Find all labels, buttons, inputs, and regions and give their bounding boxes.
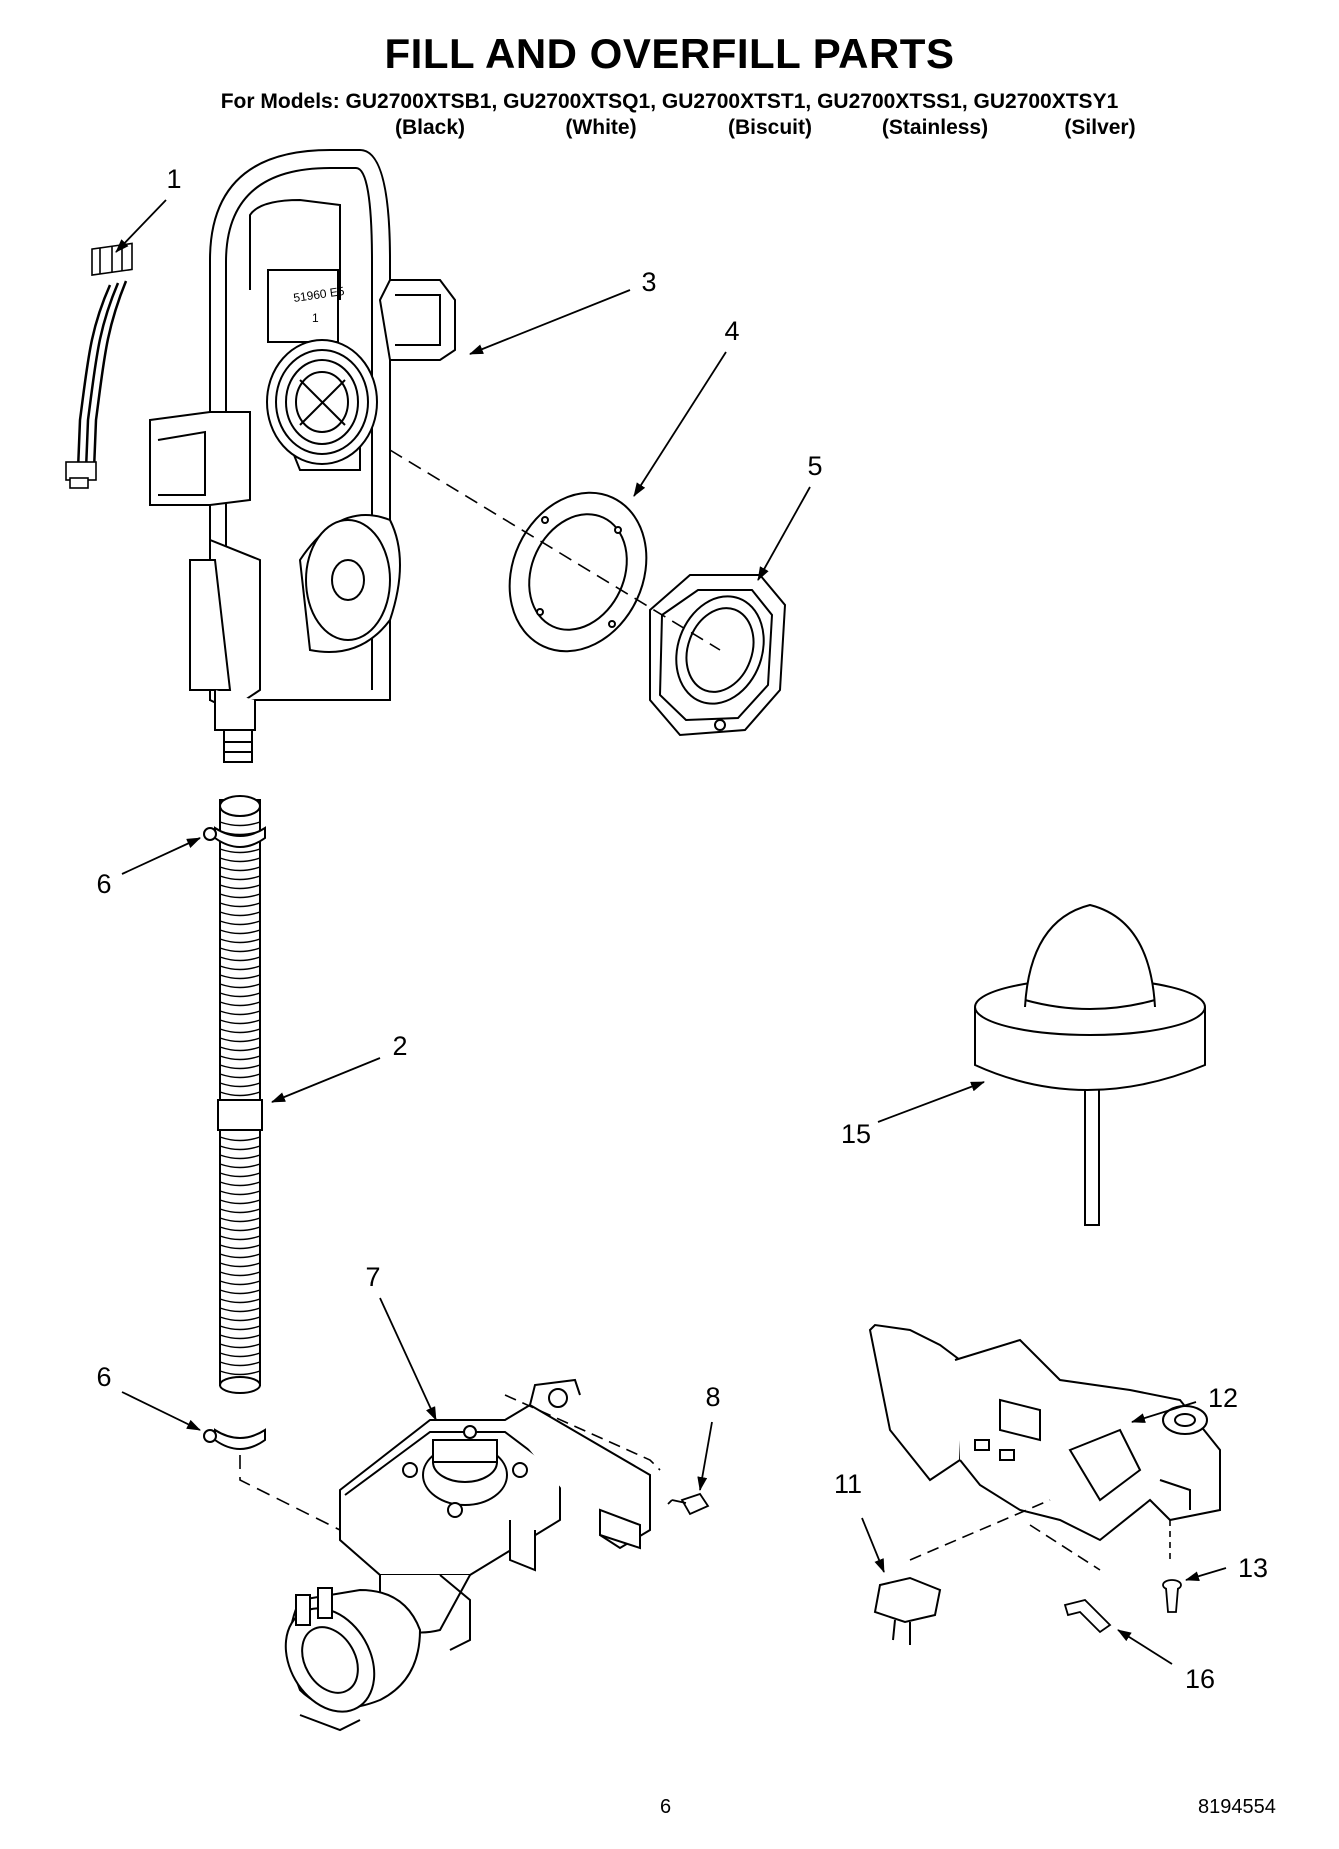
callout-4: 4 — [724, 316, 739, 346]
part-6-clamp-upper — [203, 826, 266, 848]
callout-11: 11 — [834, 1469, 862, 1499]
part-stamp-line2: 1 — [312, 311, 319, 325]
color-label-silver: (Silver) — [1064, 116, 1136, 139]
part-13-screw — [1162, 1579, 1182, 1613]
color-label-black: (Black) — [394, 116, 466, 139]
part-8-screw — [667, 1492, 710, 1516]
part-6-clamp-lower — [203, 1428, 266, 1450]
part-1-wire-harness — [65, 242, 133, 489]
callout-13: 13 — [1238, 1553, 1268, 1583]
part-11-switch — [873, 1576, 942, 1645]
callout-2: 2 — [392, 1031, 407, 1061]
part-3-fill-housing: 51960 E5 1 — [149, 149, 456, 763]
callout-8: 8 — [705, 1382, 720, 1412]
model-list: For Models: GU2700XTSB1, GU2700XTSQ1, GU… — [220, 90, 1119, 113]
callout-12: 12 — [1208, 1383, 1238, 1413]
color-label-stainless: (Stainless) — [881, 116, 989, 139]
callout-5: 5 — [807, 451, 822, 481]
part-4-gasket — [508, 491, 648, 653]
part-12-switch-bracket — [868, 1323, 1221, 1542]
callout-15: 15 — [841, 1119, 871, 1149]
page-title: FILL AND OVERFILL PARTS — [384, 30, 955, 77]
part-7-inlet-valve — [284, 1378, 651, 1732]
page-number: 6 — [660, 1796, 672, 1818]
callout-16: 16 — [1185, 1664, 1215, 1694]
part-2-hose — [217, 795, 263, 1394]
part-5-nut — [649, 574, 787, 737]
part-16-clip — [1063, 1599, 1112, 1634]
callout-7: 7 — [365, 1262, 380, 1292]
color-label-white: (White) — [565, 116, 637, 139]
document-number: 8194554 — [1198, 1796, 1276, 1818]
part-15-float — [974, 903, 1206, 1226]
callout-6-upper: 6 — [96, 869, 111, 899]
callout-6-lower: 6 — [96, 1362, 111, 1392]
color-label-biscuit: (Biscuit) — [728, 116, 812, 139]
callout-1: 1 — [166, 164, 181, 194]
assembly-centerline — [389, 449, 721, 651]
callout-3: 3 — [641, 267, 656, 297]
